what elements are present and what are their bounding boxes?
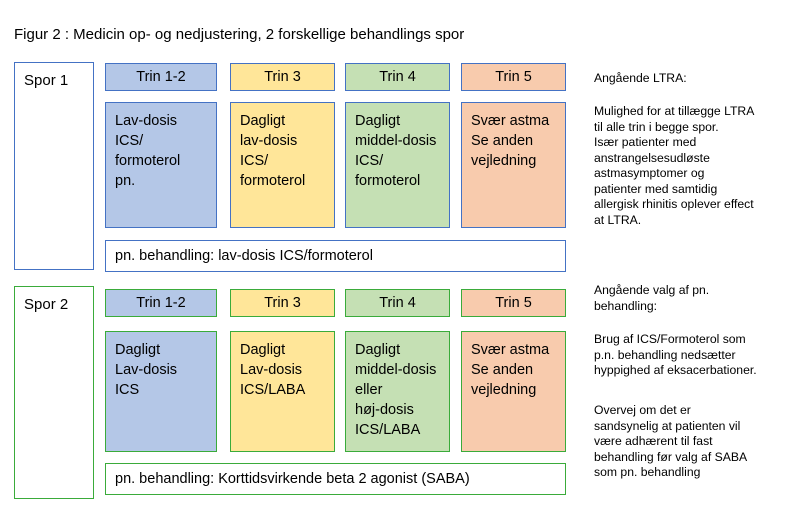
spor-1-trin-4-body: Dagligt middel-dosis ICS/ formoterol bbox=[345, 102, 450, 228]
spor-2-trin-5-body: Svær astma Se anden vejledning bbox=[461, 331, 566, 452]
spor-2-trin-3-body: Dagligt Lav-dosis ICS/LABA bbox=[230, 331, 335, 452]
spor-2-trin-4-body: Dagligt middel-dosis eller høj-dosis ICS… bbox=[345, 331, 450, 452]
spor-1-trin-5-body: Svær astma Se anden vejledning bbox=[461, 102, 566, 228]
figure-title: Figur 2 : Medicin op- og nedjustering, 2… bbox=[14, 26, 465, 43]
spor-1-label: Spor 1 bbox=[14, 62, 94, 270]
spor-1-trin-3-body: Dagligt lav-dosis ICS/ formoterol bbox=[230, 102, 335, 228]
spor-1-trin-5-header: Trin 5 bbox=[461, 63, 566, 91]
spor-2-trin-5-header: Trin 5 bbox=[461, 289, 566, 317]
ltra-note-title: Angående LTRA: bbox=[594, 71, 687, 85]
spor-2-trin-4-header: Trin 4 bbox=[345, 289, 450, 317]
spor-1-trin-1-2-header: Trin 1-2 bbox=[105, 63, 217, 91]
ltra-note-text: Mulighed for at tillægge LTRA til alle t… bbox=[594, 104, 755, 227]
pn-note-text-1: Brug af ICS/Formoterol som p.n. behandli… bbox=[594, 332, 757, 377]
spor-2-trin-3-header: Trin 3 bbox=[230, 289, 335, 317]
spor-1-trin-3-header: Trin 3 bbox=[230, 63, 335, 91]
spor-2-label: Spor 2 bbox=[14, 286, 94, 499]
spor-1-pn-behandling: pn. behandling: lav-dosis ICS/formoterol bbox=[105, 240, 566, 272]
spor-2-trin-1-2-header: Trin 1-2 bbox=[105, 289, 217, 317]
spor-1-trin-4-header: Trin 4 bbox=[345, 63, 450, 91]
pn-note-title: Angående valg af pn. behandling: bbox=[594, 283, 710, 313]
spor-2-pn-behandling: pn. behandling: Korttidsvirkende beta 2 … bbox=[105, 463, 566, 495]
spor-2-trin-1-2-body: Dagligt Lav-dosis ICS bbox=[105, 331, 217, 452]
spor-1-trin-1-2-body: Lav-dosis ICS/ formoterol pn. bbox=[105, 102, 217, 228]
pn-note-text-2: Overvej om det er sandsynelig at patient… bbox=[594, 403, 748, 479]
